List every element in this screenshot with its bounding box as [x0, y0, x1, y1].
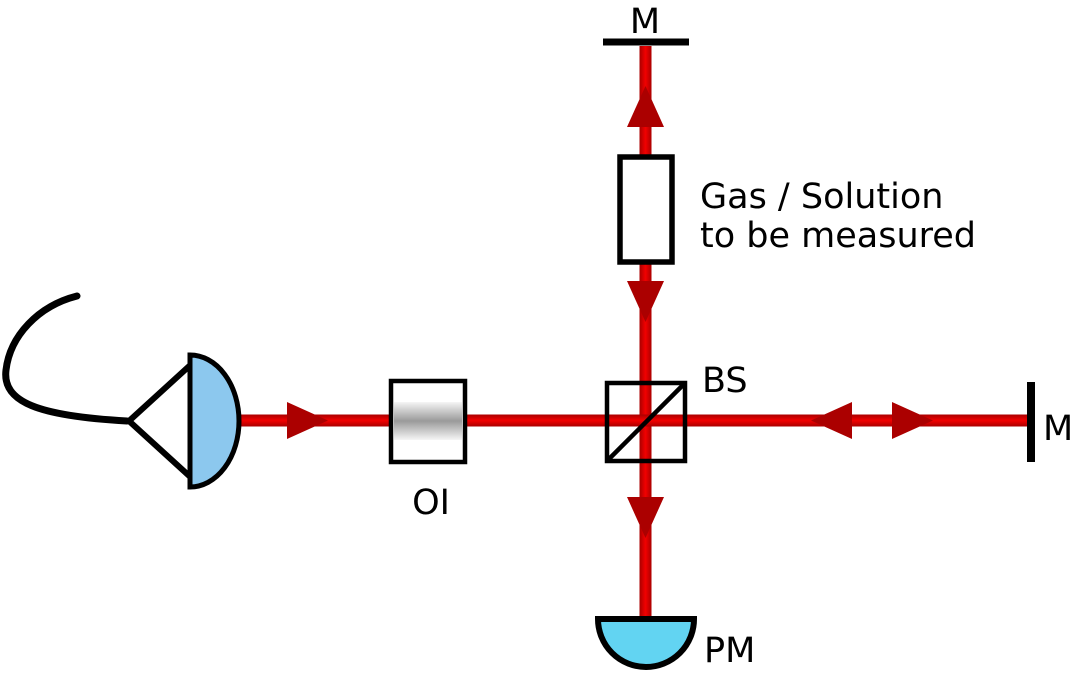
beam-splitter-diagonal: [607, 383, 685, 461]
mirror-top-label: M: [630, 2, 660, 42]
sample-cell: [617, 154, 675, 265]
beam-arrow-down-sample: [627, 281, 664, 322]
photodetector: [594, 616, 698, 670]
optical-isolator-label: OI: [412, 483, 450, 523]
optical-fiber: [2, 292, 131, 425]
beam-arrow-up: [627, 86, 664, 127]
mirror-right-label: M: [1043, 409, 1073, 449]
beam-arrow-left: [811, 402, 852, 439]
collimator-housing: [126, 356, 200, 486]
beam-arrow-right-1: [287, 402, 328, 439]
beam-splitter-label: BS: [702, 361, 748, 401]
optical-isolator-aperture: [394, 402, 462, 440]
beam-arrow-down-detector: [627, 497, 664, 538]
photodetector-label: PM: [704, 631, 755, 671]
sample-label-line2: to be measured: [700, 216, 976, 256]
sample-label-line1: Gas / Solution: [700, 177, 943, 217]
collimating-lens: [187, 352, 242, 490]
beam-arrow-right-2: [892, 402, 933, 439]
beam-splitter-box: [604, 380, 688, 464]
